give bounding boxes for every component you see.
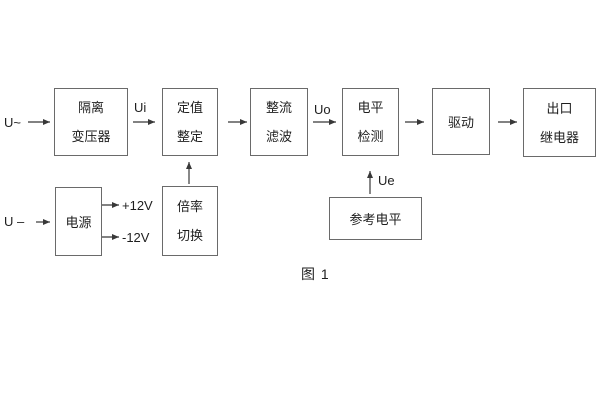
- block-label-line: 继电器: [539, 129, 579, 145]
- label-uo: Uo: [314, 102, 331, 117]
- block-level-detect: 电平 检测: [342, 88, 399, 156]
- block-label-line: 电源: [65, 215, 92, 230]
- block-drive: 驱动: [432, 88, 490, 155]
- block-label-line: 驱动: [447, 115, 474, 130]
- figure-caption: 图 1: [301, 266, 330, 282]
- block-label-line: 定值: [176, 100, 203, 115]
- label-ue: Ue: [378, 173, 395, 188]
- block-label-line: 隔离: [77, 100, 104, 115]
- block-label-line: 检测: [357, 129, 384, 144]
- block-label-line: 电平: [357, 100, 384, 115]
- block-label-line: 切换: [176, 228, 203, 243]
- block-label-line: 整流: [265, 100, 292, 115]
- block-label-line: 整定: [176, 129, 203, 144]
- label-ac-input: U~: [4, 115, 21, 130]
- block-label-line: 倍率: [176, 199, 203, 214]
- block-setting-adjust: 定值 整定: [162, 88, 218, 156]
- block-label-line: 变压器: [71, 129, 111, 144]
- label-dc-input: U –: [4, 214, 25, 229]
- block-reference-level: 参考电平: [329, 197, 422, 240]
- block-power-supply: 电源: [55, 187, 102, 256]
- label-ui: Ui: [134, 100, 147, 115]
- block-label-line: 出口: [546, 100, 573, 116]
- label-plus-12v: +12V: [122, 198, 153, 213]
- block-output-relay: 出口 继电器: [523, 88, 596, 157]
- block-rectify-filter: 整流 滤波: [250, 88, 308, 156]
- block-label-line: 滤波: [265, 129, 292, 144]
- block-ratio-switch: 倍率 切换: [162, 186, 218, 256]
- block-isolation-transformer: 隔离 变压器: [54, 88, 128, 156]
- block-label-line: 参考电平: [349, 212, 402, 227]
- label-minus-12v: -12V: [122, 230, 150, 245]
